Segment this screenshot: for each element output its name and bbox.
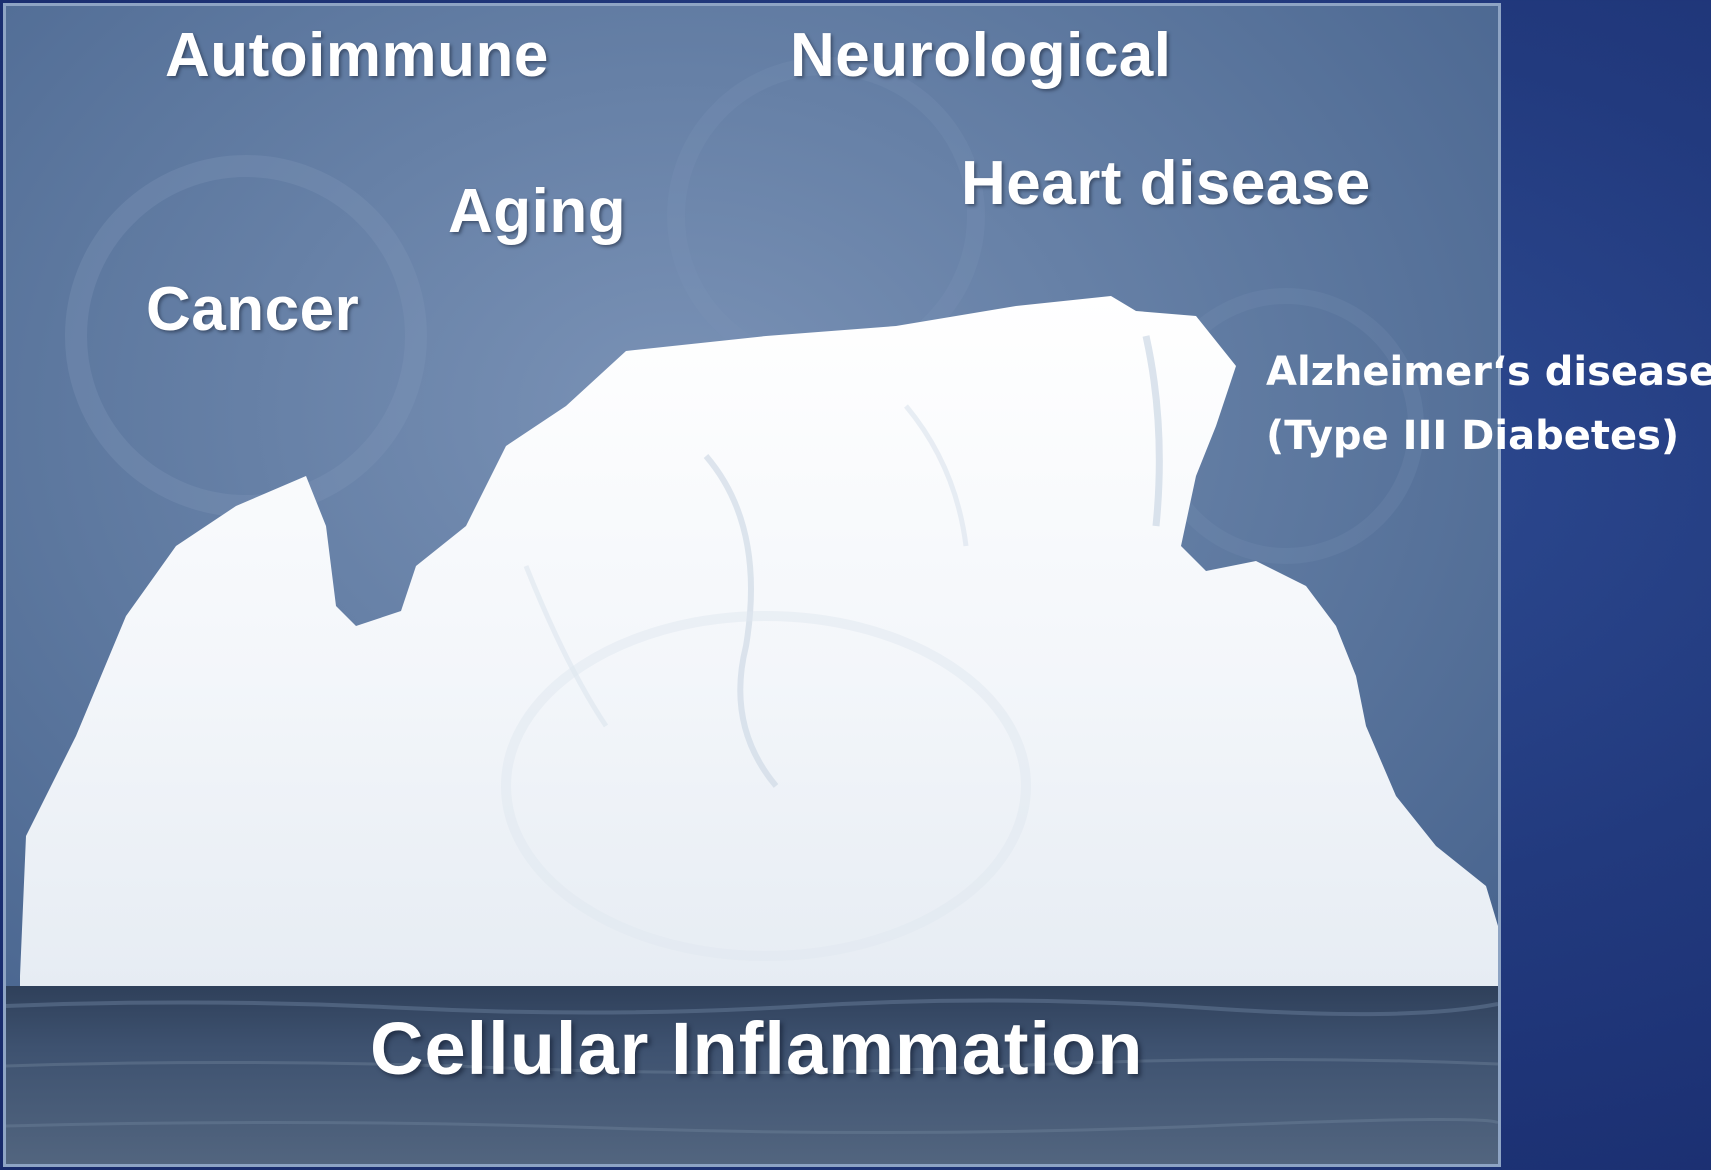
cancer-label: Cancer xyxy=(146,274,359,345)
alzheimers-line: Alzheimer‘s disease xyxy=(1266,340,1711,404)
neurological-label: Neurological xyxy=(790,20,1172,91)
aging-label: Aging xyxy=(448,176,626,247)
cellular-inflammation-label: Cellular Inflammation xyxy=(370,1006,1143,1091)
autoimmune-label: Autoimmune xyxy=(165,20,549,91)
heart-disease-label: Heart disease xyxy=(961,148,1371,219)
alzheimers-callout: Alzheimer‘s disease (Type III Diabetes) xyxy=(1266,340,1711,468)
type-iii-diabetes-line: (Type III Diabetes) xyxy=(1266,404,1711,468)
iceberg-photo: Autoimmune Neurological Aging Heart dise… xyxy=(6,6,1498,1164)
